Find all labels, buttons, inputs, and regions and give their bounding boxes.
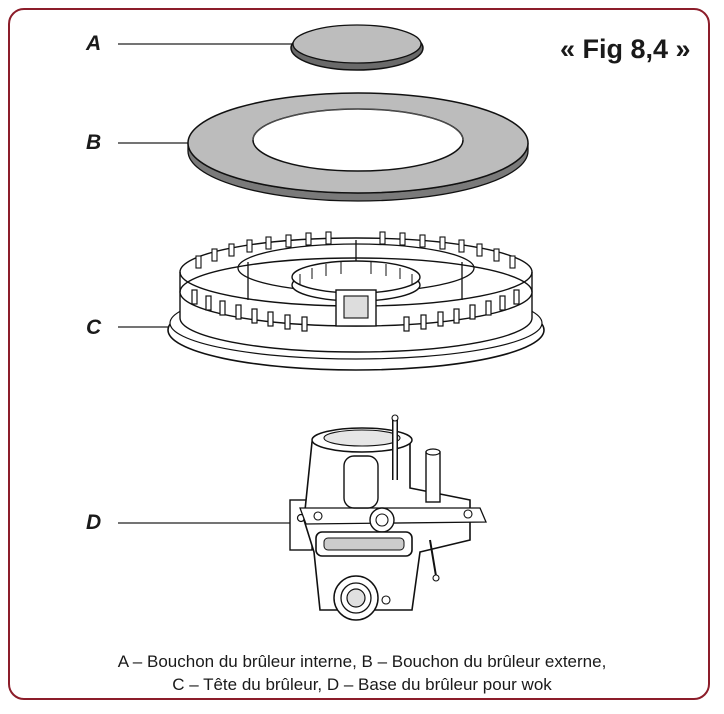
figure-caption: A – Bouchon du brûleur interne, B – Bouc… [0, 650, 724, 696]
figure-title: « Fig 8,4 » [560, 34, 691, 64]
caption-line-1: A – Bouchon du brûleur interne, B – Bouc… [117, 652, 607, 671]
inner-burner-cap [290, 24, 424, 71]
part-label-a: A [86, 32, 102, 55]
caption-line-2: C – Tête du brûleur, D – Base du brûleur… [172, 675, 552, 694]
part-label-c: C [86, 316, 102, 339]
part-label-d: D [86, 511, 102, 534]
outer-burner-cap [187, 92, 529, 202]
wok-burner-base [289, 414, 487, 621]
part-label-b: B [86, 131, 102, 154]
burner-head [167, 231, 545, 371]
